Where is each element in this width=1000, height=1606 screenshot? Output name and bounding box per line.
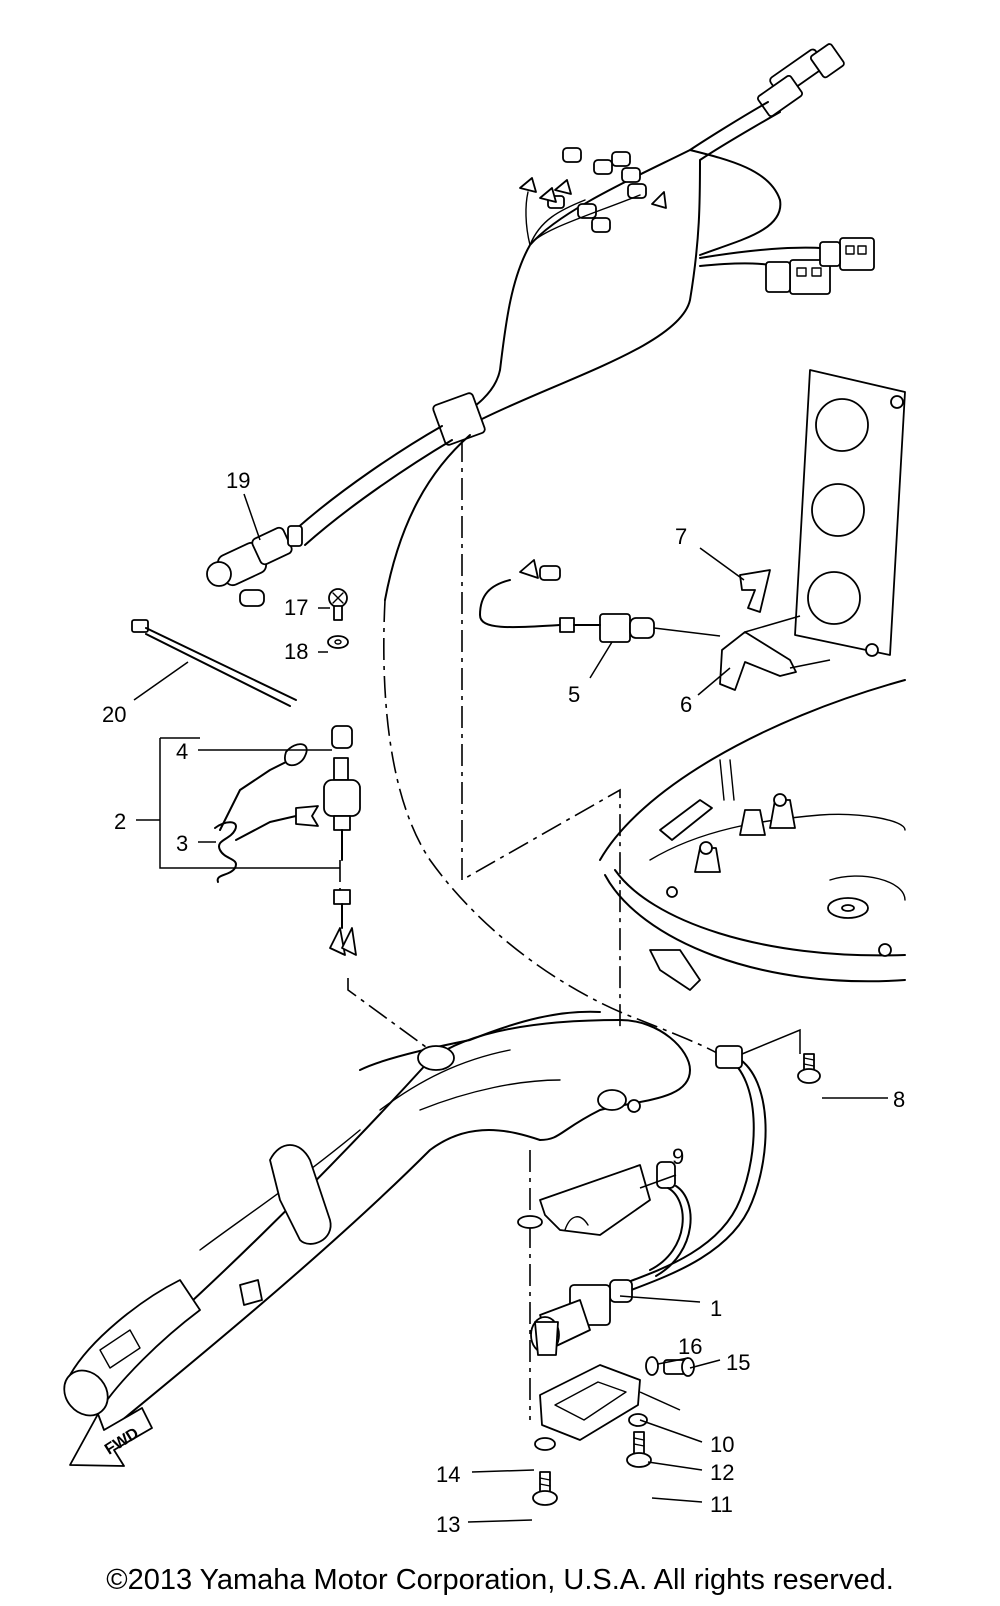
fwd-arrow: FWD [69,1407,153,1467]
callout-9: 9 [672,1144,684,1169]
callout-6: 6 [680,692,692,717]
steering-handle [63,1010,691,1431]
wire-harness [206,43,875,607]
callout-5: 5 [568,682,580,707]
callout-16: 16 [678,1334,702,1359]
callout-4: 4 [176,739,188,764]
washer-18 [327,635,349,649]
callout-14: 14 [436,1462,460,1487]
connector-4pin [765,237,875,295]
washer-14 [534,1437,556,1451]
bolt-8 [797,1053,821,1084]
bracket-6 [719,615,831,691]
callout-2: 2 [114,809,126,834]
callout-3: 3 [176,831,188,856]
connector-19 [206,525,303,607]
main-switch-cable [609,1028,801,1303]
sensor-5 [479,559,721,643]
callout-19: 19 [226,468,250,493]
bottom-cowling [599,679,906,991]
callout-10: 10 [710,1432,734,1457]
bolt-11 [626,1431,652,1468]
callout-numbers: 1 2 3 4 5 6 7 8 9 10 11 12 13 14 15 16 1… [102,468,905,1537]
cover-10 [539,1364,681,1441]
callout-7: 7 [675,524,687,549]
callout-15: 15 [726,1350,750,1375]
washer-12 [628,1413,648,1427]
bolt-13 [532,1471,558,1506]
terminal-caps [519,147,667,233]
callout-13: 13 [436,1512,460,1537]
lanyard-kit [159,725,361,956]
cover-9 [517,1161,692,1277]
bolt-15 [663,1357,695,1377]
tie-wrap-20 [131,619,297,707]
callout-leaders [133,493,888,1523]
callout-17: 17 [284,595,308,620]
copyright-notice: ©2013 Yamaha Motor Corporation, U.S.A. A… [106,1564,894,1596]
callout-1: 1 [710,1296,722,1321]
cylinder-block [794,369,906,657]
callout-12: 12 [710,1460,734,1485]
washer-16 [645,1356,659,1376]
clip-7 [739,569,771,613]
main-switch-1 [530,1284,611,1356]
assembly-leaders [339,440,729,1420]
screw-17 [328,588,348,621]
callout-18: 18 [284,639,308,664]
callout-11: 11 [710,1492,733,1517]
callout-20: 20 [102,702,126,727]
callout-8: 8 [893,1087,905,1112]
